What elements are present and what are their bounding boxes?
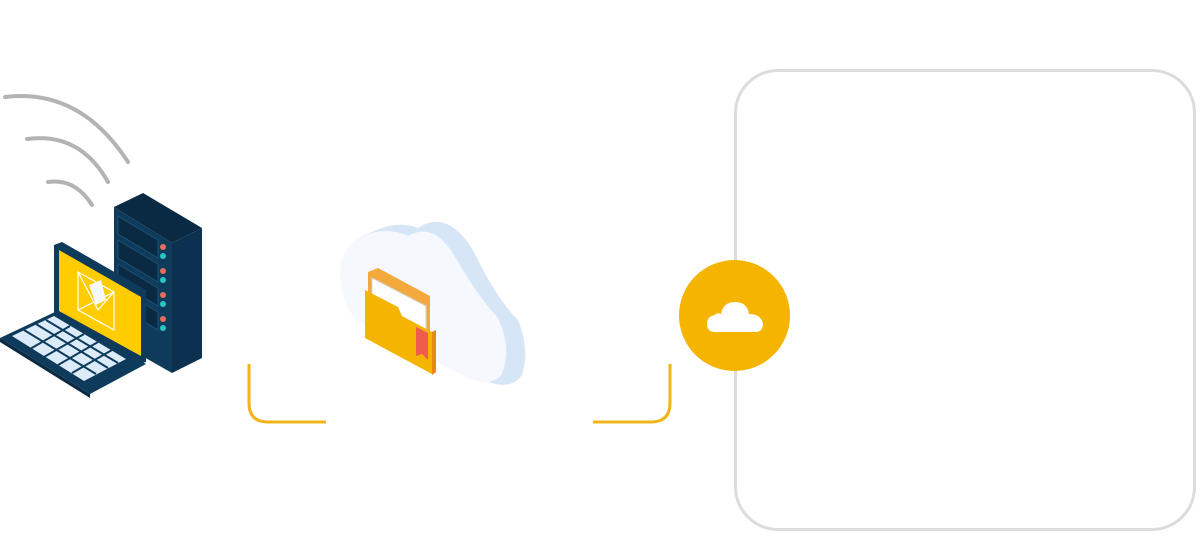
laptop-server-wifi-icon: [0, 94, 202, 398]
folder-icon: [365, 268, 436, 375]
wifi-icon: [3, 94, 130, 207]
cloud-icon: [706, 301, 763, 332]
cloud-folder-icon: [340, 221, 526, 385]
connector-source-to-storage: [247, 364, 326, 424]
laptop-icon: [0, 242, 146, 398]
server-rack-icon: [114, 193, 202, 373]
cloud-service-badge: [679, 260, 790, 371]
server-leds: [160, 244, 166, 331]
destination-panel: [734, 69, 1196, 531]
connector-storage-to-cloud: [593, 364, 672, 424]
